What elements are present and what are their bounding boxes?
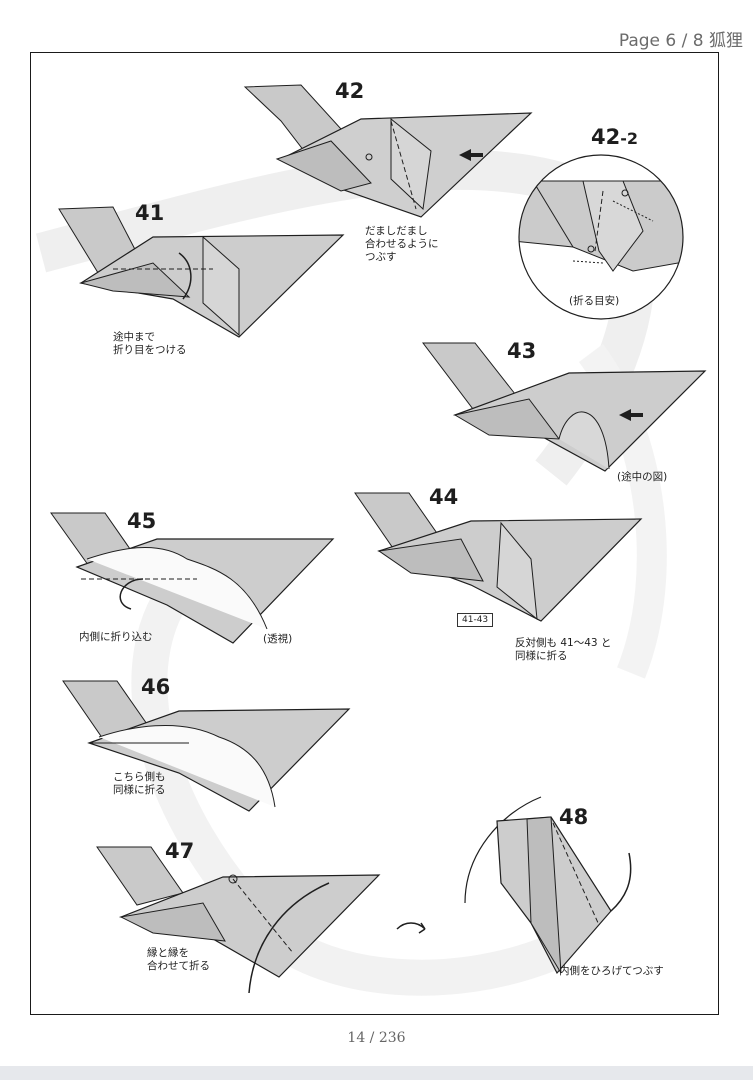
note-step-41: 途中まで 折り目をつける xyxy=(113,331,187,356)
step-42-2-suffix: -2 xyxy=(620,129,639,148)
page-indicator: Page 6 / 8 狐狸 xyxy=(618,31,743,51)
step-number-48: 48 xyxy=(559,805,589,829)
instruction-page: 42 だましだまし 合わせるように つぶす 42-2 xyxy=(30,52,719,1015)
step-number-41: 41 xyxy=(135,201,165,225)
ref-box-41-43: 41-43 xyxy=(457,613,494,627)
diagram-step-42-2-detail xyxy=(518,154,684,320)
diagram-step-48 xyxy=(464,796,632,975)
diagram-step-41 xyxy=(58,206,345,338)
step-number-43: 43 xyxy=(507,339,537,363)
note-step-45: 内側に折り込む xyxy=(79,631,153,643)
diagram-step-46 xyxy=(62,680,351,812)
step-42-2-main: 42 xyxy=(591,125,621,149)
diagram-step-47 xyxy=(96,846,381,993)
note-step-42-2: (折る目安) xyxy=(569,295,620,307)
note-step-47: 縁と縁を 合わせて折る xyxy=(147,947,210,972)
note-step-43: (途中の図) xyxy=(617,471,668,483)
step-number-44: 44 xyxy=(429,485,459,509)
note-step-45-see-through: (透視) xyxy=(263,633,293,645)
step-number-47: 47 xyxy=(165,839,195,863)
note-step-48: 内側をひろげてつぶす xyxy=(559,965,664,977)
step-number-46: 46 xyxy=(141,675,171,699)
step-number-42: 42 xyxy=(335,79,365,103)
diagram-step-44 xyxy=(354,492,643,622)
next-arrow-icon xyxy=(396,922,426,934)
step-number-45: 45 xyxy=(127,509,157,533)
viewer-bottom-bar xyxy=(0,1066,753,1080)
note-step-44: 反対側も 41～43 と 同様に折る xyxy=(515,637,612,662)
step-number-42-2: 42-2 xyxy=(591,125,638,149)
diagram-step-45 xyxy=(50,512,335,644)
note-step-46: こちら側も 同様に折る xyxy=(113,771,166,796)
page-footer: 14 / 236 xyxy=(347,1030,406,1046)
diagram-step-43 xyxy=(421,342,707,472)
note-step-42: だましだまし 合わせるように つぶす xyxy=(365,225,439,263)
diagram-step-42 xyxy=(243,84,533,218)
